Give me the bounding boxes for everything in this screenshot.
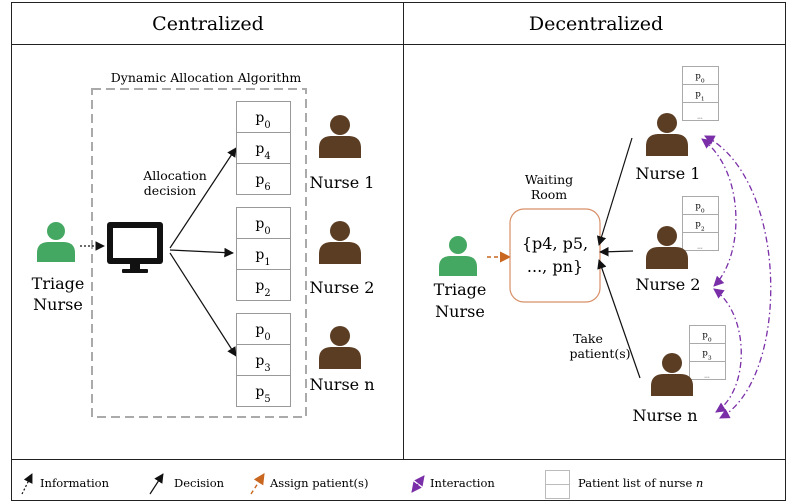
patient-queue: p0 p3 p5 Nurse n xyxy=(236,313,375,407)
patient-label: p5 xyxy=(255,384,270,405)
legend-assign-label: Assign patient(s) xyxy=(269,476,368,490)
nurse-label: Nurse n xyxy=(309,375,374,394)
list-entry: p1 xyxy=(695,90,704,103)
queue-cell xyxy=(236,313,291,345)
waiting-room-title-line2: Room xyxy=(531,187,567,202)
queue-cell xyxy=(236,163,291,195)
centralized-header: Centralized xyxy=(152,13,264,35)
nurse-label: Nurse 2 xyxy=(636,275,701,294)
nurse-icon xyxy=(319,221,361,264)
monitor-icon xyxy=(107,222,163,273)
legend-decision-arrow xyxy=(149,473,164,495)
legend-information-arrow xyxy=(21,473,33,495)
legend-interaction-label: Interaction xyxy=(430,476,495,490)
decentralized-nurse: p0 p1... Nurse 1 xyxy=(636,66,719,183)
decentralized-panel: Triage Nurse Waiting Room {p4, p5, ..., … xyxy=(434,66,772,425)
nurse-label: Nurse n xyxy=(632,406,697,425)
algorithm-title: Dynamic Allocation Algorithm xyxy=(111,70,302,85)
decentralized-nurses: p0 p1... Nurse 1 p0 p2... Nurse 2 p0 p3... Nurse… xyxy=(632,66,726,425)
list-entry: ... xyxy=(704,372,710,379)
take-label-line1: Take xyxy=(573,331,603,346)
centralized-panel: Dynamic Allocation Algorithm Triage Nurs… xyxy=(32,70,375,418)
queue-cell xyxy=(236,101,291,133)
list-cell xyxy=(682,102,719,121)
nurse-icon xyxy=(319,115,361,158)
take-arrow-3 xyxy=(597,259,641,379)
allocation-label-line1: Allocation xyxy=(142,168,207,183)
triage-nurse-icon-right xyxy=(439,236,477,276)
nurse-label: Nurse 1 xyxy=(310,173,375,192)
nurse-icon xyxy=(646,113,688,156)
list-entry: p2 xyxy=(695,220,704,233)
interaction-arrow-1-n xyxy=(704,135,772,419)
patient-queue: p0 p1 p2 Nurse 2 xyxy=(236,207,375,301)
legend-assign-arrow xyxy=(250,473,265,495)
nurse-icon xyxy=(319,326,361,369)
list-cell xyxy=(682,232,719,251)
nurse-icon xyxy=(651,353,693,396)
patient-label: p1 xyxy=(255,247,270,268)
list-entry: ... xyxy=(697,243,703,250)
patient-label: p2 xyxy=(255,278,270,299)
waiting-room-content-line2: ..., pn} xyxy=(527,257,583,276)
legend-patient-list-label: Patient list of nurse n xyxy=(578,476,703,490)
list-entry: p3 xyxy=(702,349,711,362)
legend-decision-label: Decision xyxy=(174,476,225,490)
list-entry: p0 xyxy=(702,331,711,344)
decentralized-nurse: p0 p3... Nurse n xyxy=(632,325,726,425)
patient-label: p0 xyxy=(255,322,270,343)
triage-nurse-icon xyxy=(37,222,75,262)
legend-interaction-arrow xyxy=(411,475,425,493)
queue-cell xyxy=(236,375,291,407)
decision-arrow-3 xyxy=(169,252,237,357)
waiting-room-title-line1: Waiting xyxy=(525,172,573,187)
waiting-room-box xyxy=(509,208,601,303)
decision-arrow-2 xyxy=(169,247,234,258)
list-cell xyxy=(689,361,726,380)
triage-label-line1: Triage xyxy=(32,274,85,293)
patient-label: p4 xyxy=(255,141,270,162)
allocation-label-line2: decision xyxy=(144,183,196,198)
nurse-icon xyxy=(646,226,688,269)
patient-label: p0 xyxy=(255,216,270,237)
triage-label-line2: Nurse xyxy=(33,295,83,314)
triage-label-right-line1: Triage xyxy=(434,280,487,299)
waiting-room-content-line1: {p4, p5, xyxy=(522,234,588,253)
decentralized-header: Decentralized xyxy=(529,13,663,35)
take-arrow-1 xyxy=(596,137,633,246)
take-label-line2: patient(s) xyxy=(569,346,630,361)
legend-information-label: Information xyxy=(40,476,110,490)
list-entry: p0 xyxy=(695,72,704,85)
centralized-queues: p0 p4 p6 Nurse 1 p0 p1 p2 Nurse 2 p0 p3 p5 Nurse n xyxy=(236,101,375,407)
algorithm-box xyxy=(91,88,307,418)
legend: Information Decision Assign patient(s) I… xyxy=(21,470,703,499)
nurse-label: Nurse 2 xyxy=(310,278,375,297)
patient-label: p0 xyxy=(255,110,270,131)
patient-label: p6 xyxy=(255,172,270,193)
list-entry: ... xyxy=(697,113,703,120)
queue-cell xyxy=(236,269,291,301)
take-arrow-2 xyxy=(599,246,634,257)
triage-label-right-line2: Nurse xyxy=(435,302,485,321)
decentralized-nurse: p0 p2... Nurse 2 xyxy=(636,196,719,294)
nurse-label: Nurse 1 xyxy=(636,164,701,183)
list-entry: p0 xyxy=(695,202,704,215)
queue-cell xyxy=(236,132,291,164)
legend-patient-list-icon xyxy=(545,470,570,499)
queue-cell xyxy=(236,238,291,270)
decision-arrow-1 xyxy=(169,147,237,249)
patient-label: p3 xyxy=(255,353,270,374)
patient-queue: p0 p4 p6 Nurse 1 xyxy=(236,101,375,195)
